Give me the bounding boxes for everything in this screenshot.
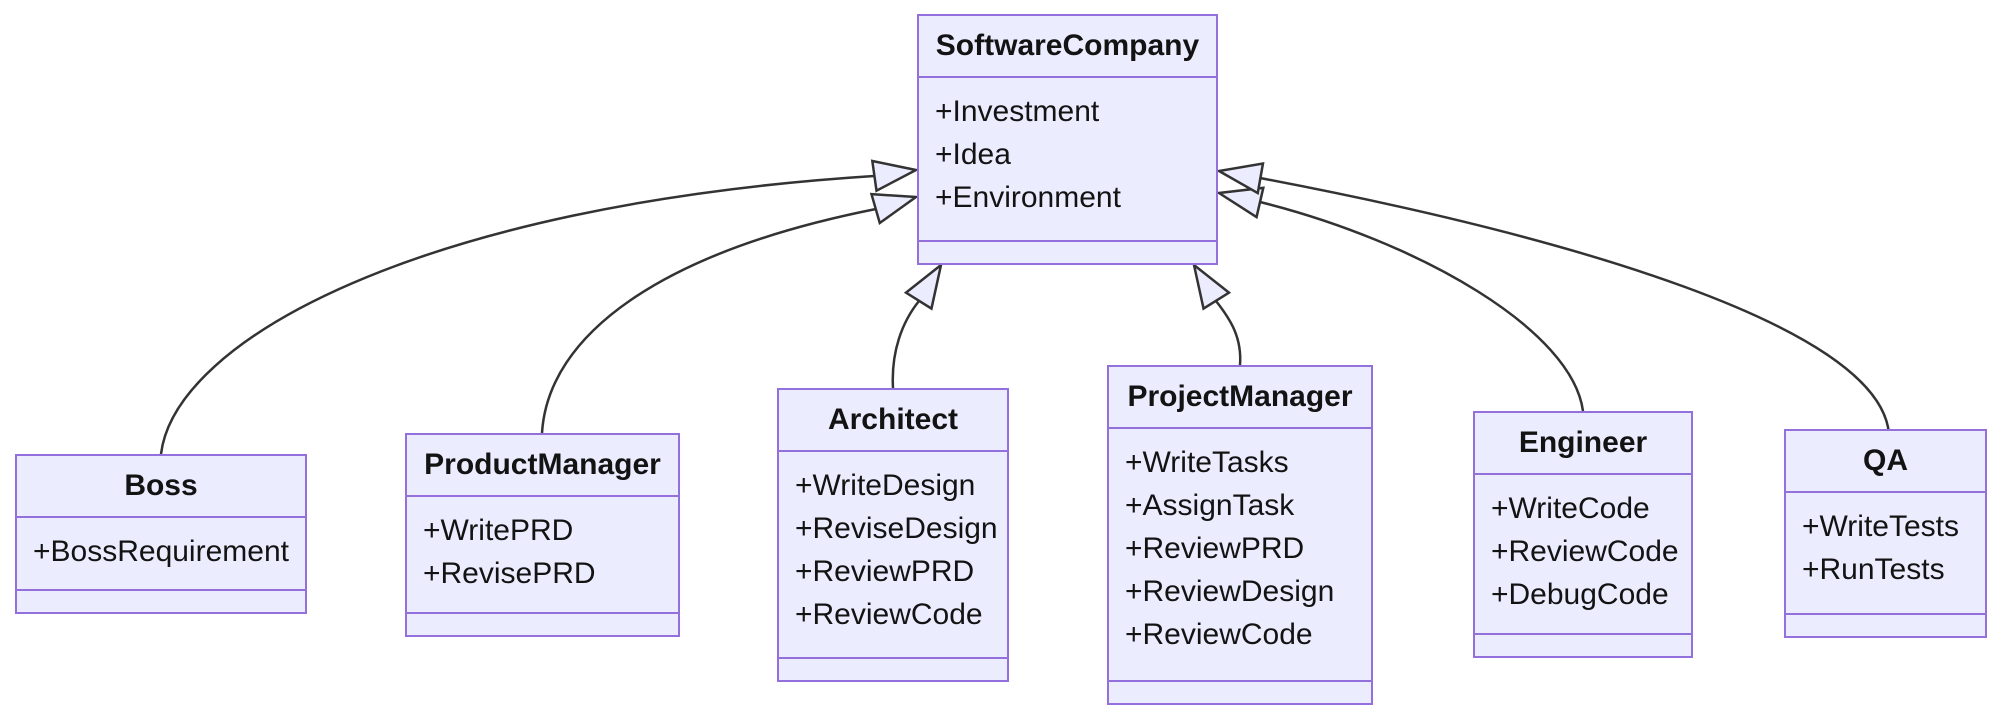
class-methods-empty (407, 614, 678, 635)
class-node-softwarecompany: SoftwareCompany +Investment +Idea +Envir… (917, 14, 1218, 265)
class-member: +DebugCode (1491, 578, 1669, 611)
class-methods-empty (779, 659, 1007, 680)
class-member: +WriteTests (1802, 510, 1959, 543)
class-node-boss: Boss +BossRequirement (15, 454, 307, 614)
inheritance-arrowhead-qa-icon (1215, 161, 1265, 196)
class-title: ProjectManager (1109, 367, 1371, 429)
class-node-productmanager: ProductManager +WritePRD +RevisePRD (405, 433, 680, 637)
class-title: ProductManager (407, 435, 678, 497)
class-methods-empty (1475, 635, 1691, 656)
class-members: +WriteDesign +ReviseDesign +ReviewPRD +R… (779, 452, 1007, 659)
class-member: +ReviseDesign (795, 512, 998, 545)
edge-productmanager-to-softwarecompany (540, 207, 877, 434)
edge-projectmanager-to-softwarecompany (1215, 300, 1242, 366)
inheritance-arrowhead-productmanager-icon (869, 192, 920, 226)
class-member: +ReviewPRD (1125, 532, 1305, 565)
inheritance-arrowhead-architect-icon (903, 261, 943, 311)
inheritance-arrowhead-engineer-icon (1215, 186, 1265, 220)
class-member: +ReviewCode (1491, 535, 1679, 568)
class-node-engineer: Engineer +WriteCode +ReviewCode +DebugCo… (1473, 411, 1693, 658)
class-member: +WriteTasks (1125, 446, 1289, 479)
class-member: +Investment (935, 95, 1100, 128)
class-title: Engineer (1475, 413, 1691, 475)
inheritance-arrowhead-projectmanager-icon (1192, 261, 1232, 311)
class-members: +WriteTasks +AssignTask +ReviewPRD +Revi… (1109, 429, 1371, 682)
class-methods-empty (919, 242, 1216, 263)
class-member: +AssignTask (1125, 489, 1295, 522)
class-member: +WriteCode (1491, 492, 1650, 525)
class-title: Boss (17, 456, 305, 518)
class-methods-empty (1109, 682, 1371, 703)
class-members: +WriteCode +ReviewCode +DebugCode (1475, 475, 1691, 635)
class-node-projectmanager: ProjectManager +WriteTasks +AssignTask +… (1107, 365, 1373, 705)
edge-qa-to-softwarecompany (1259, 176, 1891, 435)
class-members: +Investment +Idea +Environment (919, 78, 1216, 242)
edge-boss-to-softwarecompany (159, 174, 875, 455)
inheritance-arrowhead-boss-icon (870, 159, 920, 193)
edge-architect-to-softwarecompany (891, 300, 920, 389)
class-member: +RunTests (1802, 553, 1945, 586)
class-methods-empty (17, 591, 305, 612)
class-member: +ReviewCode (1125, 618, 1313, 651)
class-member: +RevisePRD (423, 557, 596, 590)
class-member: +WritePRD (423, 514, 574, 547)
class-member: +Environment (935, 181, 1121, 214)
class-title: SoftwareCompany (919, 16, 1216, 78)
class-member: +Idea (935, 138, 1011, 171)
class-node-architect: Architect +WriteDesign +ReviseDesign +Re… (777, 388, 1009, 682)
class-title: Architect (779, 390, 1007, 452)
class-node-qa: QA +WriteTests +RunTests (1784, 429, 1987, 638)
class-member: +ReviewDesign (1125, 575, 1335, 608)
class-member: +ReviewPRD (795, 555, 975, 588)
class-member: +ReviewCode (795, 598, 983, 631)
class-member: +BossRequirement (33, 535, 289, 568)
class-members: +WritePRD +RevisePRD (407, 497, 678, 614)
class-member: +WriteDesign (795, 469, 976, 502)
class-members: +BossRequirement (17, 518, 305, 591)
class-members: +WriteTests +RunTests (1786, 493, 1985, 615)
class-methods-empty (1786, 615, 1985, 636)
edge-engineer-to-softwarecompany (1259, 200, 1585, 412)
class-title: QA (1786, 431, 1985, 493)
